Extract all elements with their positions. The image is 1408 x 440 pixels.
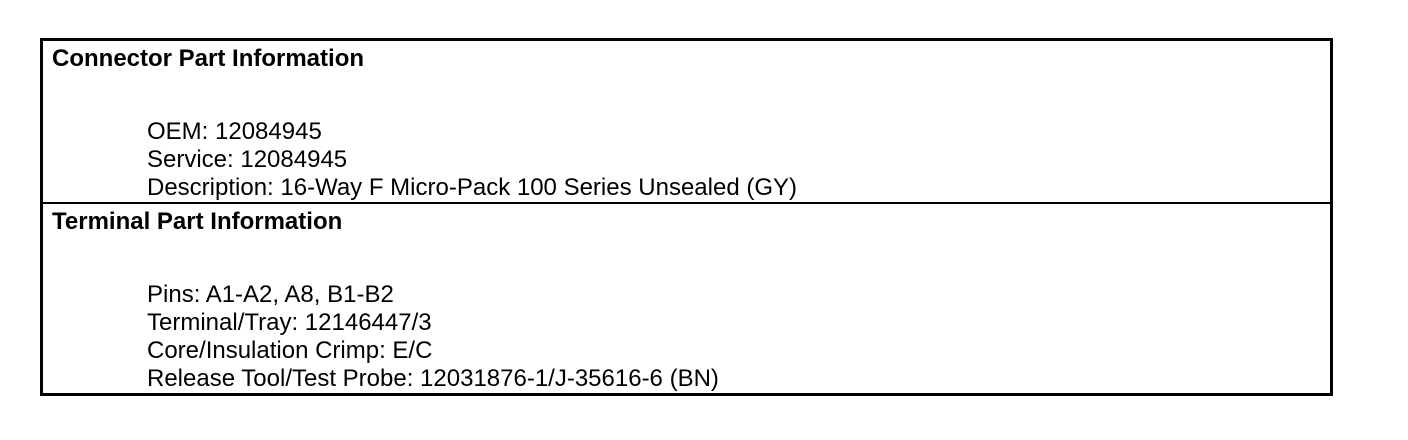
section-connector-part-information: Connector Part Information OEM: 12084945… (43, 41, 1330, 202)
field-release-tool-test-probe: Release Tool/Test Probe: 12031876-1/J-35… (147, 365, 719, 392)
field-service: Service: 12084945 (147, 146, 348, 173)
part-information-table: Connector Part Information OEM: 12084945… (40, 38, 1333, 396)
field-oem: OEM: 12084945 (147, 118, 322, 145)
connector-section-title: Connector Part Information (52, 45, 365, 72)
field-description: Description: 16-Way F Micro-Pack 100 Ser… (147, 174, 797, 201)
field-pins: Pins: A1-A2, A8, B1-B2 (147, 281, 394, 308)
section-terminal-part-information: Terminal Part Information Pins: A1-A2, A… (43, 202, 1330, 393)
field-terminal-tray: Terminal/Tray: 12146447/3 (147, 309, 432, 336)
field-core-insulation-crimp: Core/Insulation Crimp: E/C (147, 337, 433, 364)
terminal-section-title: Terminal Part Information (52, 208, 343, 235)
terminal-section-body: Pins: A1-A2, A8, B1-B2 Terminal/Tray: 12… (147, 281, 1322, 393)
connector-section-body: OEM: 12084945 Service: 12084945 Descript… (147, 118, 1322, 202)
